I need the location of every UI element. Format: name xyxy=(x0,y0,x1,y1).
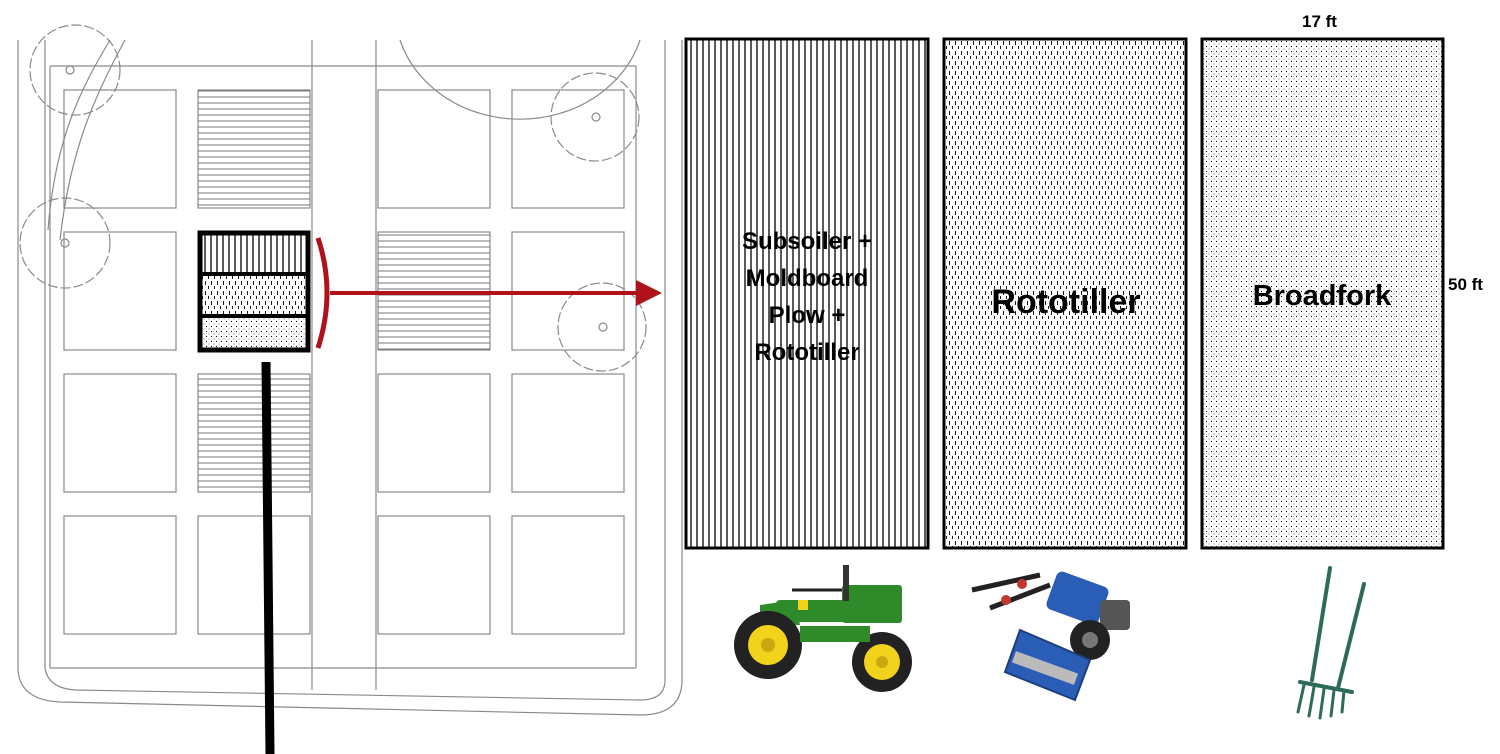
strip-label-rototiller: Rototiller xyxy=(991,283,1140,321)
strip-label-broadfork: Broadfork xyxy=(1253,280,1392,312)
strip-label-line: Moldboard xyxy=(746,265,869,292)
hatched-bed xyxy=(198,90,310,208)
tractor-icon xyxy=(734,565,912,692)
width-dimension-label: 17 ft xyxy=(1302,12,1337,31)
bed-grid-right xyxy=(377,89,625,635)
strip-label-line: Plow + xyxy=(769,302,846,329)
pointer-line xyxy=(261,361,275,754)
tree-icon xyxy=(550,72,640,162)
tree-icon xyxy=(557,282,647,372)
walk-behind-rototiller-icon xyxy=(971,571,1130,702)
strip-rototiller xyxy=(942,37,1188,550)
hatched-bed xyxy=(198,374,310,492)
length-dimension-label: 50 ft xyxy=(1448,275,1483,294)
site-map xyxy=(17,24,683,716)
strip-label-subsoiler: Subsoiler + Moldboard Plow + Rototiller xyxy=(742,228,872,366)
strip-label-line: Subsoiler + xyxy=(742,228,872,255)
pond-outline xyxy=(399,39,641,120)
tree-icon xyxy=(29,24,121,116)
treatment-strips xyxy=(684,37,1445,550)
strip-label-line: Rototiller xyxy=(754,339,859,366)
strip-subsoiler xyxy=(684,37,930,550)
bracket-icon xyxy=(315,237,330,349)
tree-icon xyxy=(19,197,111,289)
strip-broadfork xyxy=(1200,37,1445,550)
selected-plot xyxy=(197,230,311,353)
broadfork-icon xyxy=(1296,566,1366,720)
arrow-right-icon xyxy=(330,280,662,306)
site-boundary xyxy=(17,40,683,716)
